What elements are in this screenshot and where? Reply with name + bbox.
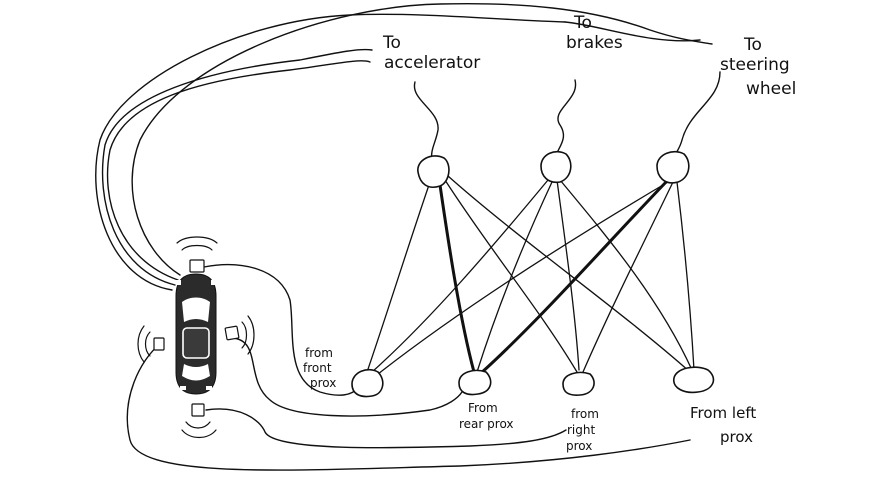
label-brakes-line1: To: [573, 13, 592, 33]
input-node-front: [351, 368, 384, 398]
left-sensor: [153, 337, 165, 351]
output-node-accelerator: [417, 155, 450, 188]
label-rear-line1: From: [468, 401, 498, 415]
label-right-line1: from: [571, 407, 599, 421]
label-brakes-line2: brakes: [566, 33, 623, 53]
wires-sensors-to-inputs: [126, 264, 691, 471]
label-left-prox: From left prox: [690, 404, 756, 446]
front-sensor: [189, 259, 205, 273]
label-right-prox: from right prox: [566, 407, 599, 453]
input-node-left: [673, 366, 715, 394]
label-accelerator: To accelerator: [382, 33, 480, 73]
label-steering: To steering wheel: [720, 35, 796, 99]
input-nodes: [351, 366, 715, 398]
input-node-rear: [458, 369, 492, 396]
label-front-line1: from: [305, 346, 333, 360]
label-right-line2: right: [567, 423, 595, 437]
label-accelerator-line2: accelerator: [384, 53, 480, 73]
label-brakes: To brakes: [566, 13, 623, 53]
wires-label-to-node: [413, 71, 721, 161]
input-node-right: [562, 371, 595, 396]
network-edges: [366, 175, 695, 376]
label-right-line3: prox: [566, 439, 592, 453]
output-nodes: [417, 150, 690, 188]
label-front-line2: front: [303, 361, 332, 375]
label-left-line2: prox: [720, 428, 753, 446]
label-left-line1: From left: [690, 404, 756, 422]
label-front-line3: prox: [310, 376, 336, 390]
right-sensor: [224, 325, 240, 341]
label-steering-line1: To: [743, 35, 762, 55]
output-node-steering: [656, 150, 690, 184]
proximity-sensors: [137, 236, 255, 439]
label-steering-line2: steering: [720, 55, 790, 75]
label-accelerator-line1: To: [382, 33, 401, 53]
label-rear-prox: From rear prox: [459, 401, 514, 431]
output-node-brakes: [540, 150, 572, 184]
wires-to-outputs: [95, 2, 713, 291]
label-front-prox: from front prox: [303, 346, 336, 390]
label-rear-line2: rear prox: [459, 417, 514, 431]
car: [175, 273, 217, 395]
rear-sensor: [191, 403, 205, 417]
label-steering-line3: wheel: [746, 79, 796, 99]
